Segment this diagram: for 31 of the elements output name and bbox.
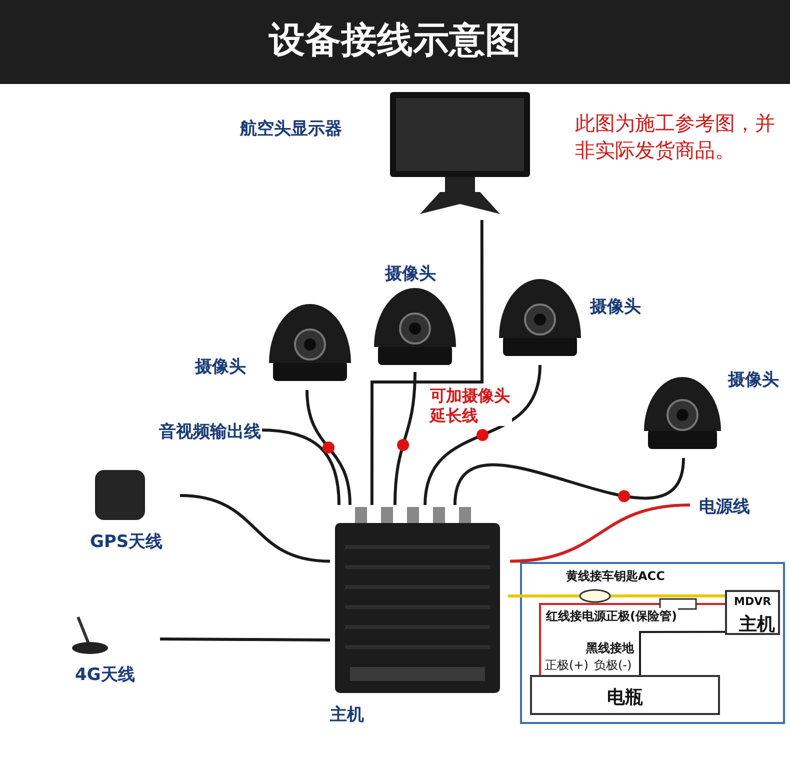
edge-label: 红线接电源正极(保险管): [545, 608, 678, 625]
terminal-label: 负极(-): [594, 657, 632, 674]
host-unit-box: [725, 590, 780, 635]
device-label: 摄像头: [195, 356, 246, 378]
cable: [393, 372, 416, 506]
edge-label: 黄线接车钥匙ACC: [565, 568, 666, 585]
device-label: GPS天线: [90, 531, 163, 553]
edge-label: 黑线接地: [585, 640, 635, 657]
terminal-label: 正极(+): [545, 657, 588, 674]
device-label: 摄像头: [728, 369, 779, 391]
device-label: 主机: [330, 704, 364, 726]
box-label: 主机: [739, 613, 775, 636]
callout-text: 可加摄像头延长线: [430, 386, 512, 426]
note-text: 此图为施工参考图，并非实际发货商品。: [575, 110, 776, 164]
device-label: 航空头显示器: [240, 118, 342, 140]
cable: [510, 594, 725, 598]
device-label: 摄像头: [590, 296, 641, 318]
edge-label: 音视频输出线: [158, 420, 262, 443]
box-label: MDVR: [734, 595, 772, 608]
cable: [424, 364, 542, 506]
battery-box: [530, 675, 720, 715]
device-label: 摄像头: [385, 263, 436, 285]
cable: [160, 638, 330, 642]
cable: [510, 504, 690, 563]
cable: [453, 458, 685, 506]
device-label: 4G天线: [75, 664, 135, 686]
title: 设备接线示意图: [268, 19, 522, 63]
cable: [306, 390, 352, 506]
cable: [180, 494, 330, 563]
cable: [639, 630, 725, 675]
box-label: 电瓶: [607, 686, 643, 709]
